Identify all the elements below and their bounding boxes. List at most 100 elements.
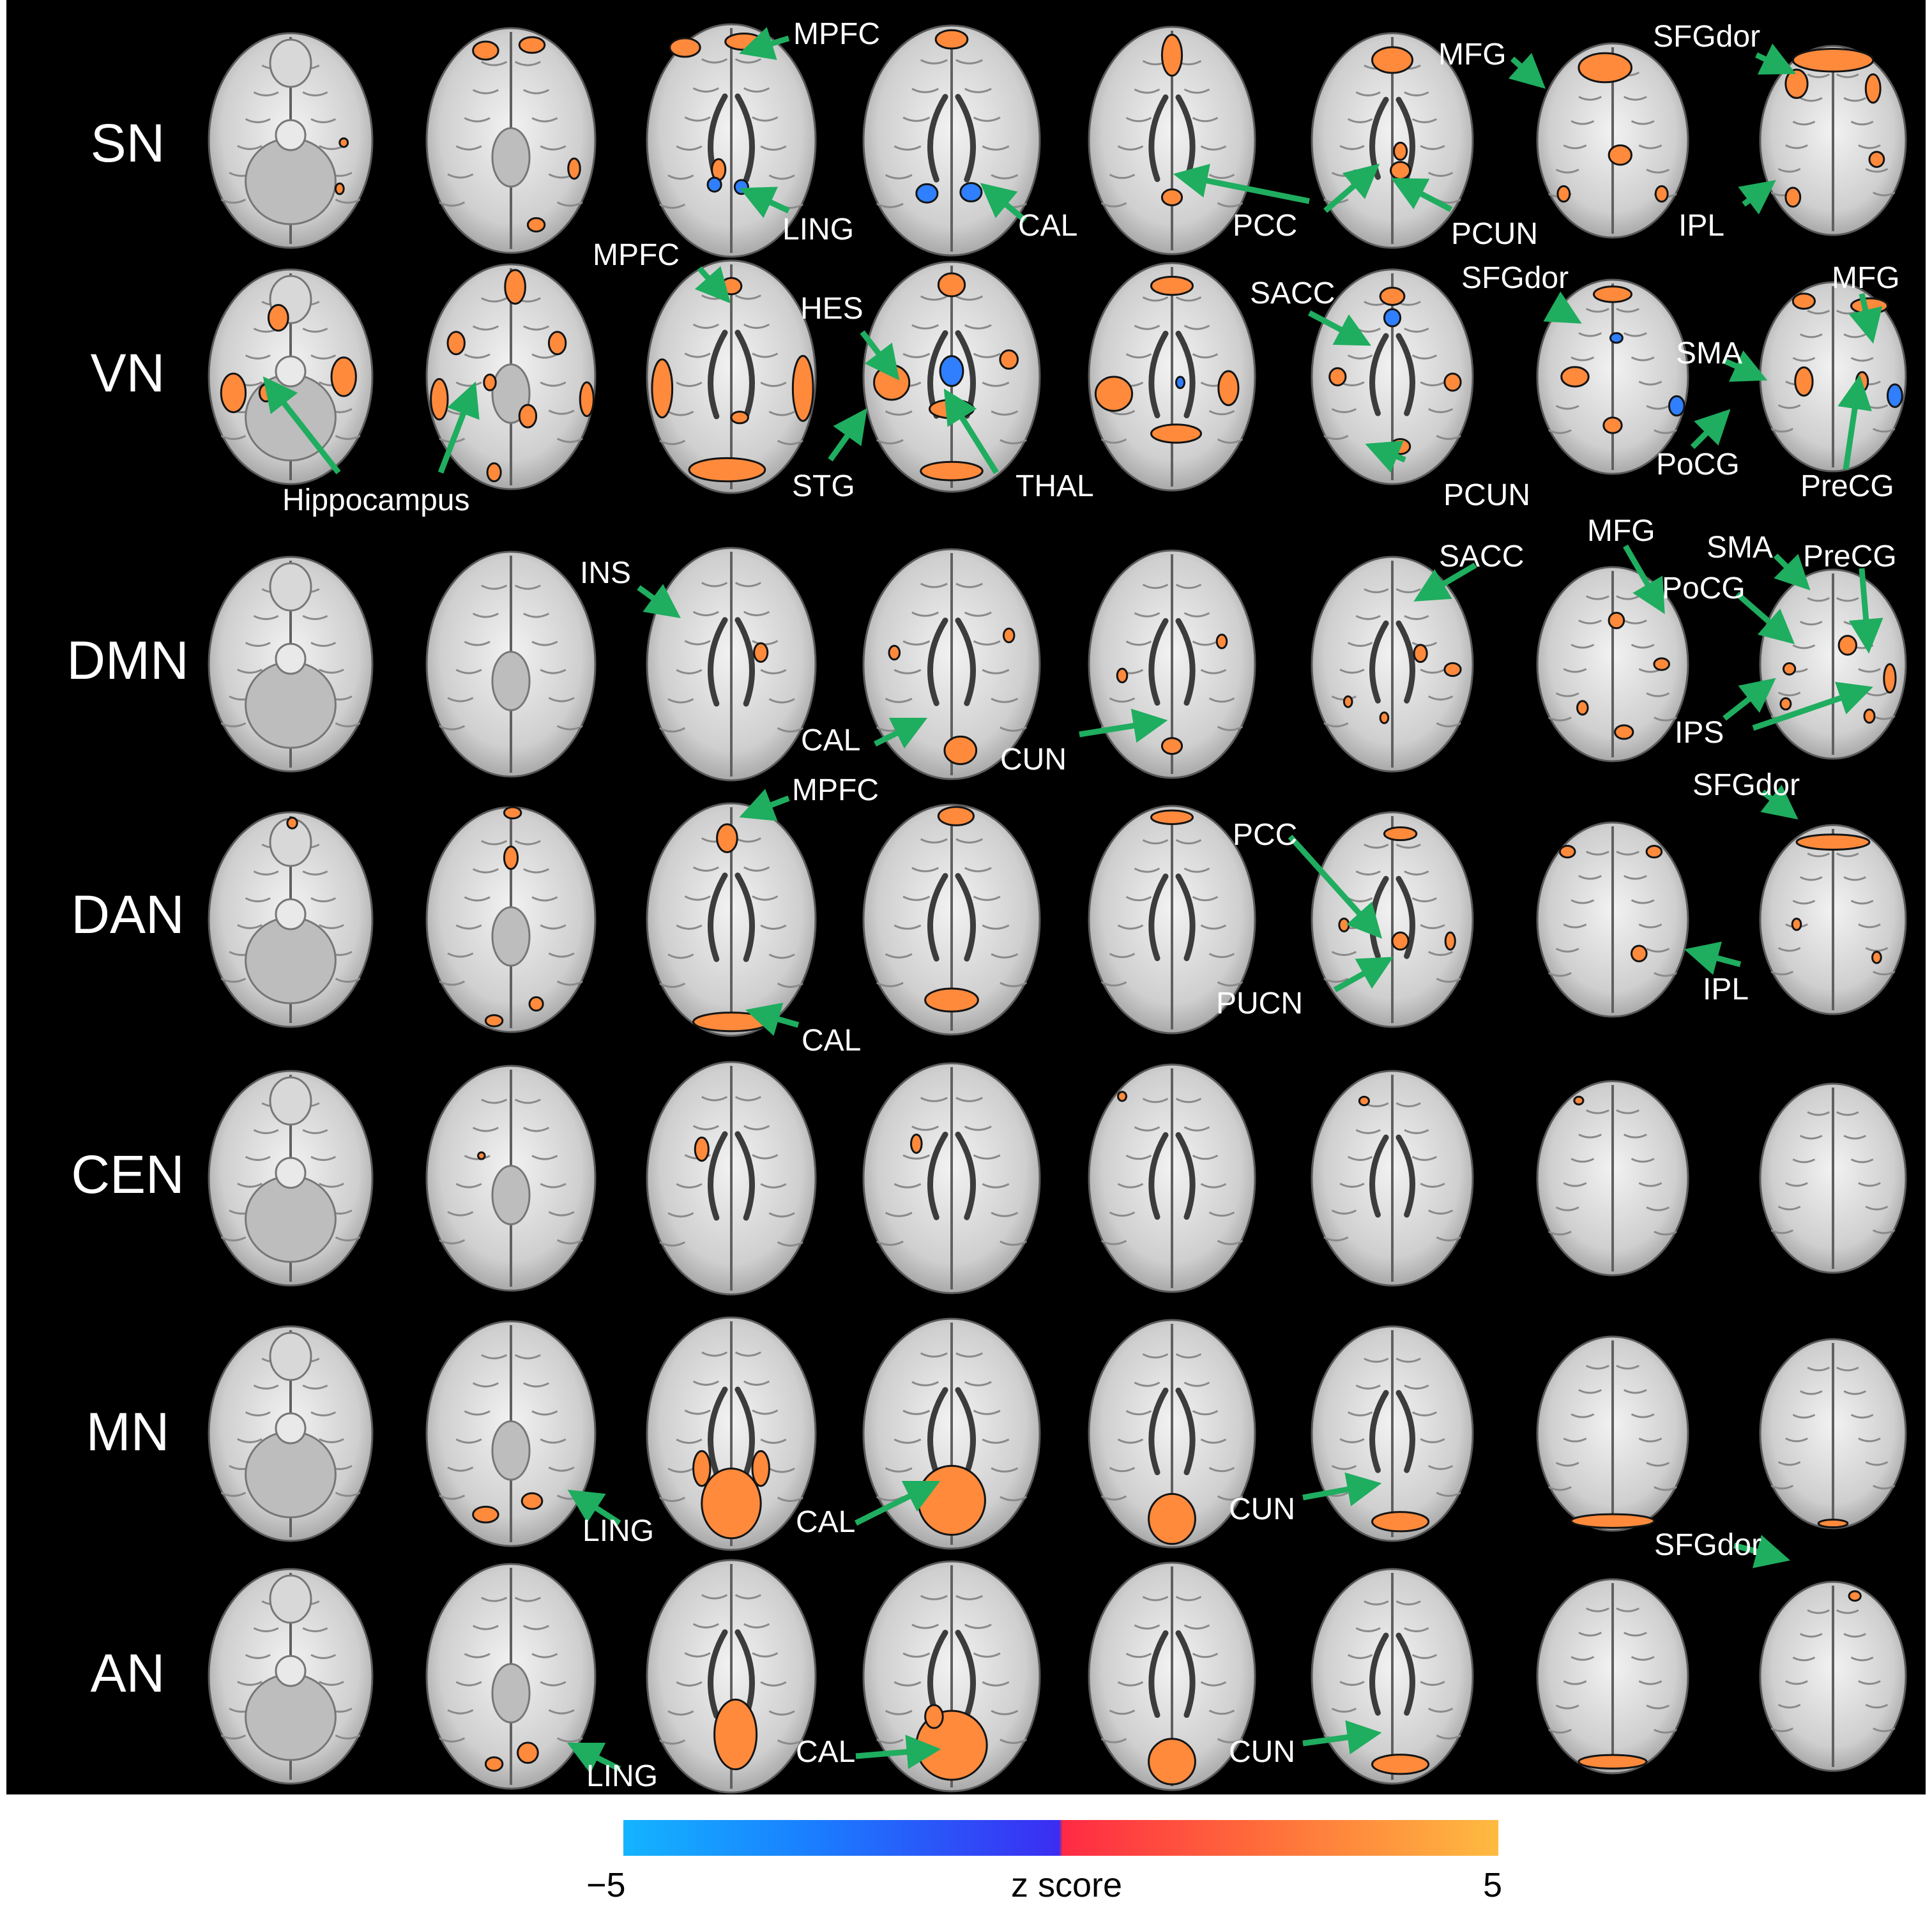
annotation-arrow: [567, 1489, 621, 1526]
activation-cluster: [286, 816, 298, 830]
activation-cluster: [472, 40, 499, 61]
activation-cluster: [1848, 1590, 1862, 1602]
annotation-arrow: [1773, 553, 1811, 591]
activation-cluster: [1413, 644, 1428, 664]
activation-cluster: [1160, 33, 1183, 77]
activation-cluster: [330, 356, 357, 397]
activation-cluster: [1343, 695, 1353, 708]
activation-cluster: [220, 372, 247, 413]
annotation-arrow: [1288, 834, 1383, 939]
activation-cluster: [934, 29, 969, 50]
annotation-label: SACC: [1439, 540, 1525, 573]
brain-slice: [1088, 26, 1256, 255]
activation-cluster: [1602, 416, 1623, 434]
annotation-label: MPFC: [793, 17, 880, 51]
activation-cluster: [1328, 367, 1347, 386]
annotation-label: SFGdor: [1461, 261, 1569, 295]
brain-slice: [1536, 278, 1689, 475]
brain-slice: [1759, 1581, 1907, 1772]
activation-cluster: [669, 37, 701, 58]
activation-cluster: [1371, 1754, 1430, 1775]
brain-slice: [425, 806, 597, 1033]
activation-cluster: [1791, 918, 1802, 931]
activation-cluster: [526, 216, 546, 233]
activation-cluster: [733, 179, 749, 195]
annotation-arrow: [1723, 678, 1776, 721]
activation-cluster: [1556, 185, 1571, 203]
annotation-arrow: [262, 376, 341, 474]
activation-cluster: [1614, 724, 1634, 740]
annotation-label: SFGdor: [1654, 1528, 1762, 1562]
activation-cluster: [1150, 423, 1202, 444]
activation-cluster: [484, 1014, 504, 1028]
row-label-dan: DAN: [71, 884, 185, 944]
activation-cluster: [1779, 697, 1792, 711]
activation-cluster: [924, 987, 979, 1013]
activation-cluster: [472, 1505, 499, 1524]
brain-slice: [1536, 1335, 1689, 1532]
annotation-arrow: [739, 186, 790, 218]
activation-cluster: [1593, 285, 1632, 303]
activation-cluster: [1868, 151, 1885, 168]
activation-cluster: [1160, 737, 1183, 755]
activation-cluster: [1850, 297, 1889, 315]
activation-cluster: [701, 1468, 762, 1540]
brain-slice: [1536, 1578, 1689, 1775]
activation-cluster: [547, 331, 567, 356]
activation-cluster: [1215, 633, 1228, 649]
annotation-arrow: [980, 183, 1027, 223]
annotation-label: IPL: [1678, 209, 1725, 243]
annotation-label: CAL: [801, 724, 861, 757]
brain-slice: [1311, 811, 1474, 1028]
annotation-arrow: [1738, 179, 1776, 215]
brain-slice: [208, 1325, 374, 1542]
activation-cluster: [1782, 662, 1797, 676]
activation-cluster: [999, 349, 1019, 370]
activation-cluster: [1817, 1519, 1849, 1529]
activation-cluster: [579, 381, 595, 418]
activation-cluster: [1576, 700, 1589, 716]
activation-cluster: [924, 1704, 944, 1729]
activation-cluster: [483, 373, 497, 391]
activation-cluster: [1148, 1492, 1196, 1545]
row-label-sn: SN: [90, 113, 165, 173]
activation-cluster: [1645, 844, 1663, 859]
annotation-arrow: [1837, 374, 1872, 470]
annotation-arrow: [860, 330, 900, 381]
brain-slice: [1311, 556, 1474, 773]
brain-slice: [646, 1061, 817, 1296]
activation-cluster: [1573, 1095, 1585, 1105]
brain-slice: [425, 1320, 597, 1547]
brain-slice: [1759, 824, 1907, 1015]
brain-slice: [1311, 1568, 1474, 1785]
activation-cluster: [1444, 931, 1456, 951]
activation-cluster: [518, 36, 546, 54]
brain-slice: [1311, 1070, 1474, 1287]
activation-cluster: [943, 735, 978, 766]
brain-slice: [1536, 566, 1689, 762]
activation-cluster: [1217, 370, 1240, 406]
activation-cluster: [730, 411, 749, 425]
activation-cluster: [504, 269, 526, 305]
activation-cluster: [1784, 68, 1809, 99]
activation-cluster: [1578, 1754, 1648, 1770]
activation-cluster: [528, 996, 544, 1012]
activation-cluster: [713, 1698, 758, 1771]
annotation-arrow: [1543, 291, 1582, 324]
annotation-arrow: [1333, 957, 1394, 992]
brain-slice: [208, 811, 374, 1028]
row-label-mn: MN: [86, 1402, 170, 1462]
annotation-label: PoCG: [1656, 448, 1740, 482]
brain-slice: [862, 24, 1041, 257]
annotation-arrow: [637, 584, 681, 618]
activation-cluster: [1608, 144, 1633, 166]
brain-slice: [862, 1062, 1041, 1294]
activation-cluster: [1443, 662, 1462, 677]
activation-cluster: [1383, 308, 1402, 328]
activation-cluster: [1864, 73, 1882, 104]
activation-cluster: [1795, 833, 1871, 851]
activation-cluster: [1560, 366, 1590, 388]
brain-slice: [1536, 1080, 1689, 1277]
annotation-label: CAL: [796, 1505, 856, 1539]
annotation-label: MPFC: [792, 773, 879, 807]
